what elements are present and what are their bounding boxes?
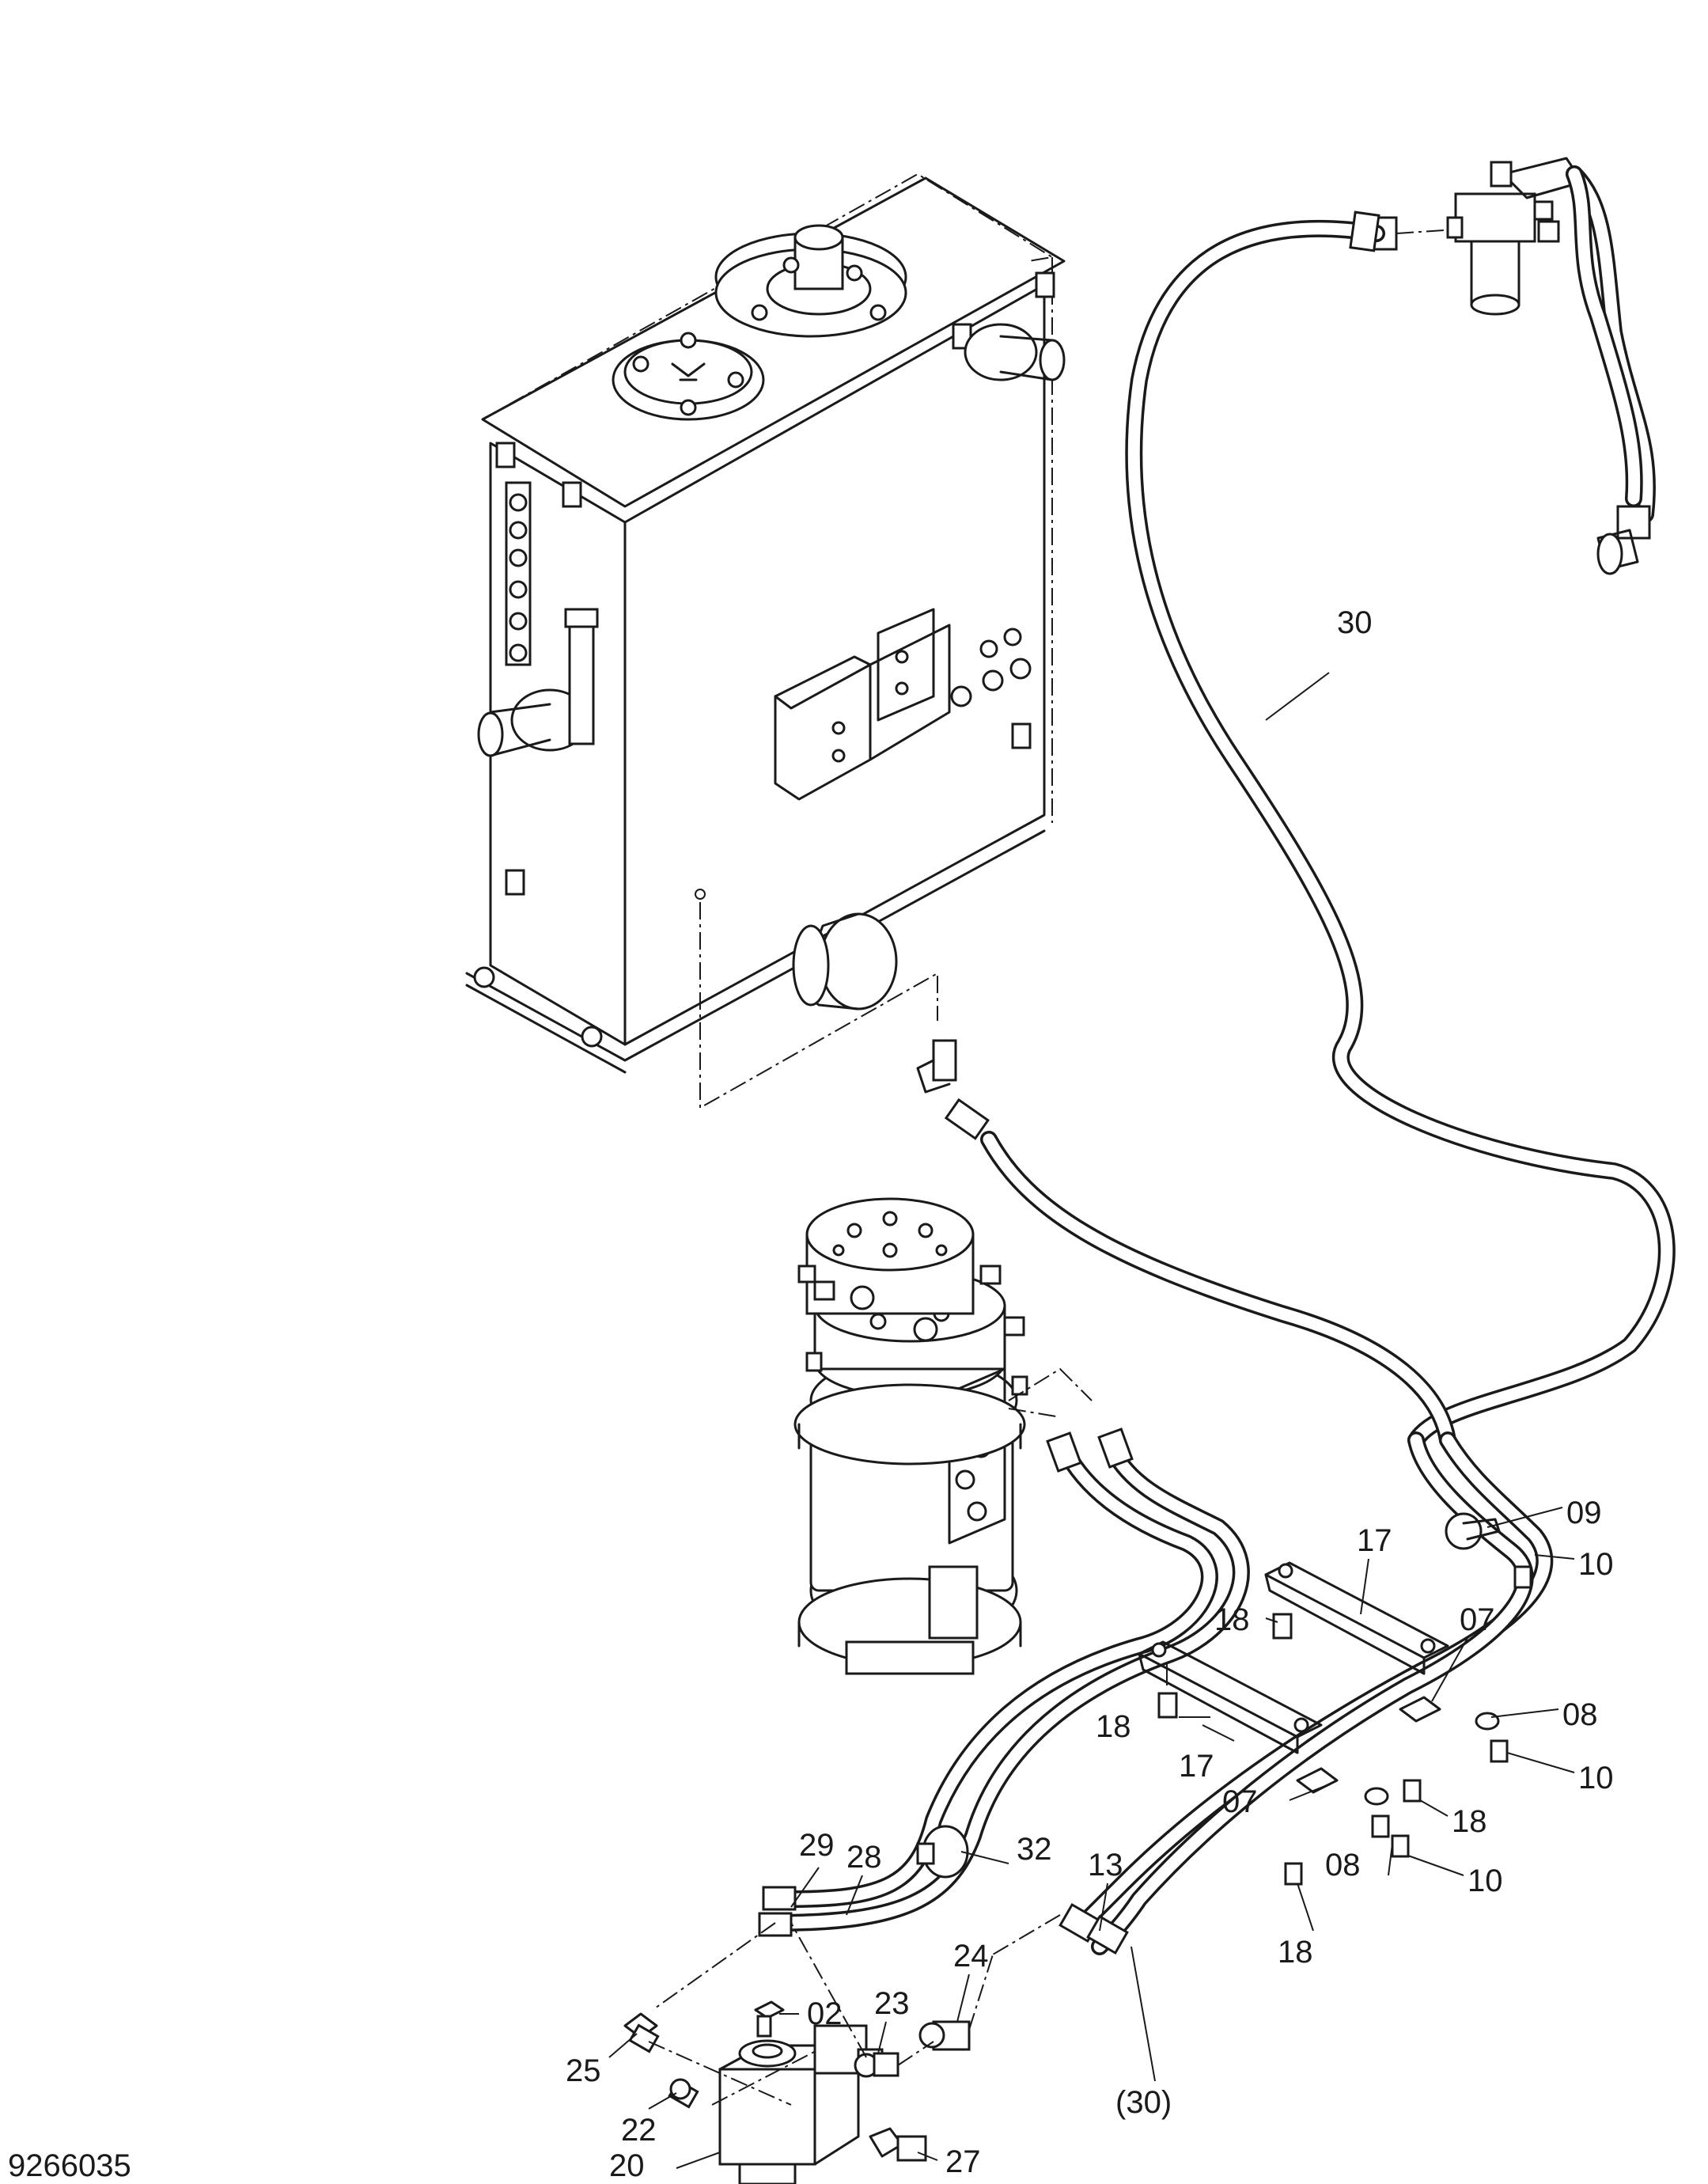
- center-swivel-joint: [793, 1197, 1093, 1675]
- callout-07: 07: [1222, 1784, 1258, 1819]
- callout-08: 08: [1562, 1697, 1598, 1732]
- callout-02: 02: [807, 1996, 843, 2031]
- callout-10: 10: [1578, 1547, 1614, 1582]
- callout-32: 32: [1017, 1832, 1052, 1867]
- callout-22: 22: [621, 2113, 657, 2148]
- callout-23: 23: [874, 1986, 910, 2021]
- callout-labels: 30 09 10 17 18 07 08 10 18 17 07 18 08 1…: [566, 605, 1614, 2183]
- callout-08: 08: [1325, 1848, 1361, 1883]
- callout-17: 17: [1179, 1749, 1214, 1784]
- mounting-bracket-upper: [1264, 1561, 1449, 1675]
- callout-28: 28: [846, 1840, 882, 1875]
- callout-18: 18: [1096, 1709, 1131, 1744]
- callout-20: 20: [609, 2148, 645, 2183]
- callout-18: 18: [1452, 1804, 1487, 1839]
- drawing-number: 9266035: [8, 2148, 131, 2183]
- mounting-bracket-lower: [1138, 1640, 1323, 1754]
- callout-13: 13: [1088, 1848, 1123, 1883]
- hose-clamps-07-08: [1284, 1565, 1532, 1886]
- callout-10: 10: [1468, 1864, 1503, 1898]
- callout-30: 30: [1337, 605, 1373, 640]
- callout-29: 29: [799, 1828, 835, 1863]
- pilot-filter-assembly: [1343, 157, 1656, 575]
- callout-17: 17: [1357, 1523, 1392, 1558]
- callout-18: 18: [1214, 1602, 1250, 1637]
- callout-leaders: [608, 672, 1575, 2169]
- callout-07: 07: [1460, 1602, 1495, 1637]
- callout-25: 25: [566, 2053, 601, 2088]
- callout-10: 10: [1578, 1761, 1614, 1795]
- pressure-switch-bank: [505, 481, 532, 666]
- callout-24: 24: [953, 1939, 989, 1974]
- callout-09: 09: [1566, 1496, 1602, 1530]
- callout-30-ref: (30): [1115, 2085, 1172, 2120]
- callout-18: 18: [1278, 1935, 1313, 1970]
- swivel-hoses: [758, 1428, 1250, 1937]
- main-hose-30: [916, 210, 1676, 1449]
- callout-27: 27: [945, 2144, 981, 2179]
- pilot-valve-20: [718, 2024, 884, 2184]
- hydraulic-tank: [465, 173, 1066, 1109]
